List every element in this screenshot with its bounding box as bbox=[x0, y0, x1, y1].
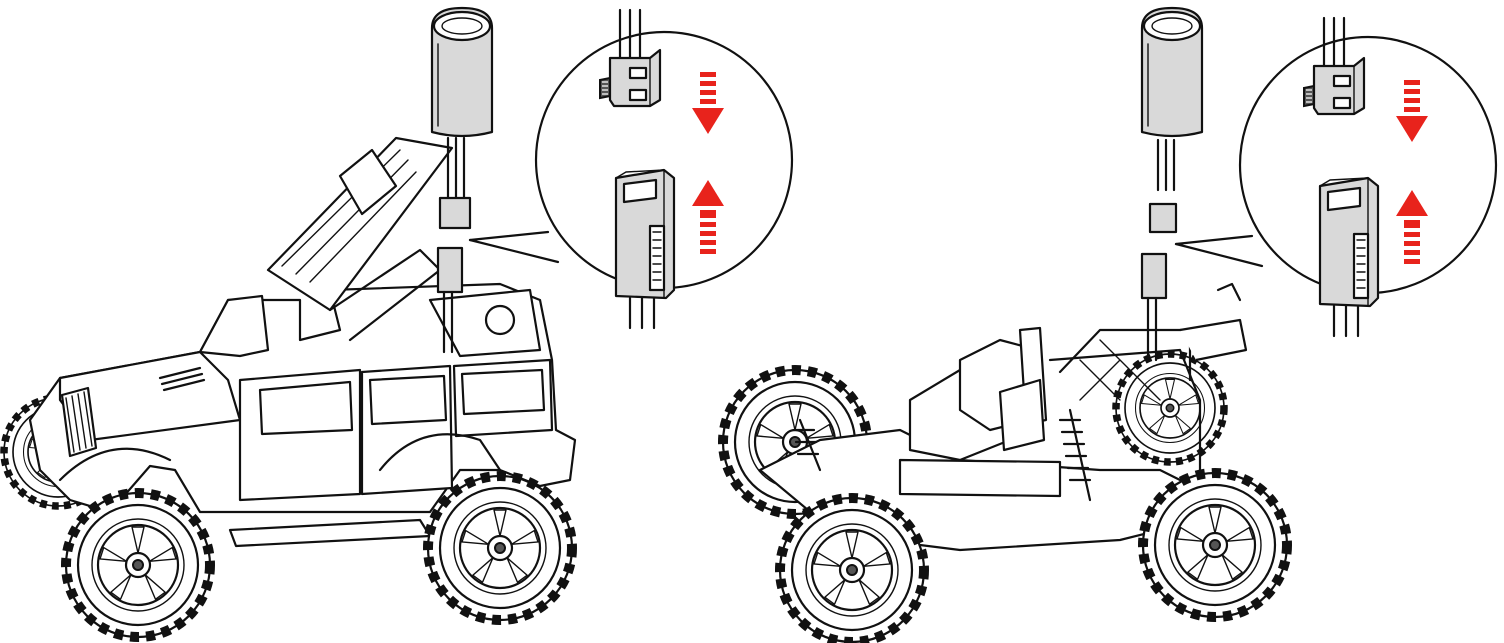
left-zoom-callout bbox=[468, 8, 794, 330]
battery-icon bbox=[1140, 6, 1204, 138]
battery-icon bbox=[430, 6, 494, 138]
right-zoom-callout bbox=[1174, 16, 1498, 338]
truck-with-body bbox=[4, 6, 575, 637]
truck-chassis bbox=[723, 6, 1287, 642]
